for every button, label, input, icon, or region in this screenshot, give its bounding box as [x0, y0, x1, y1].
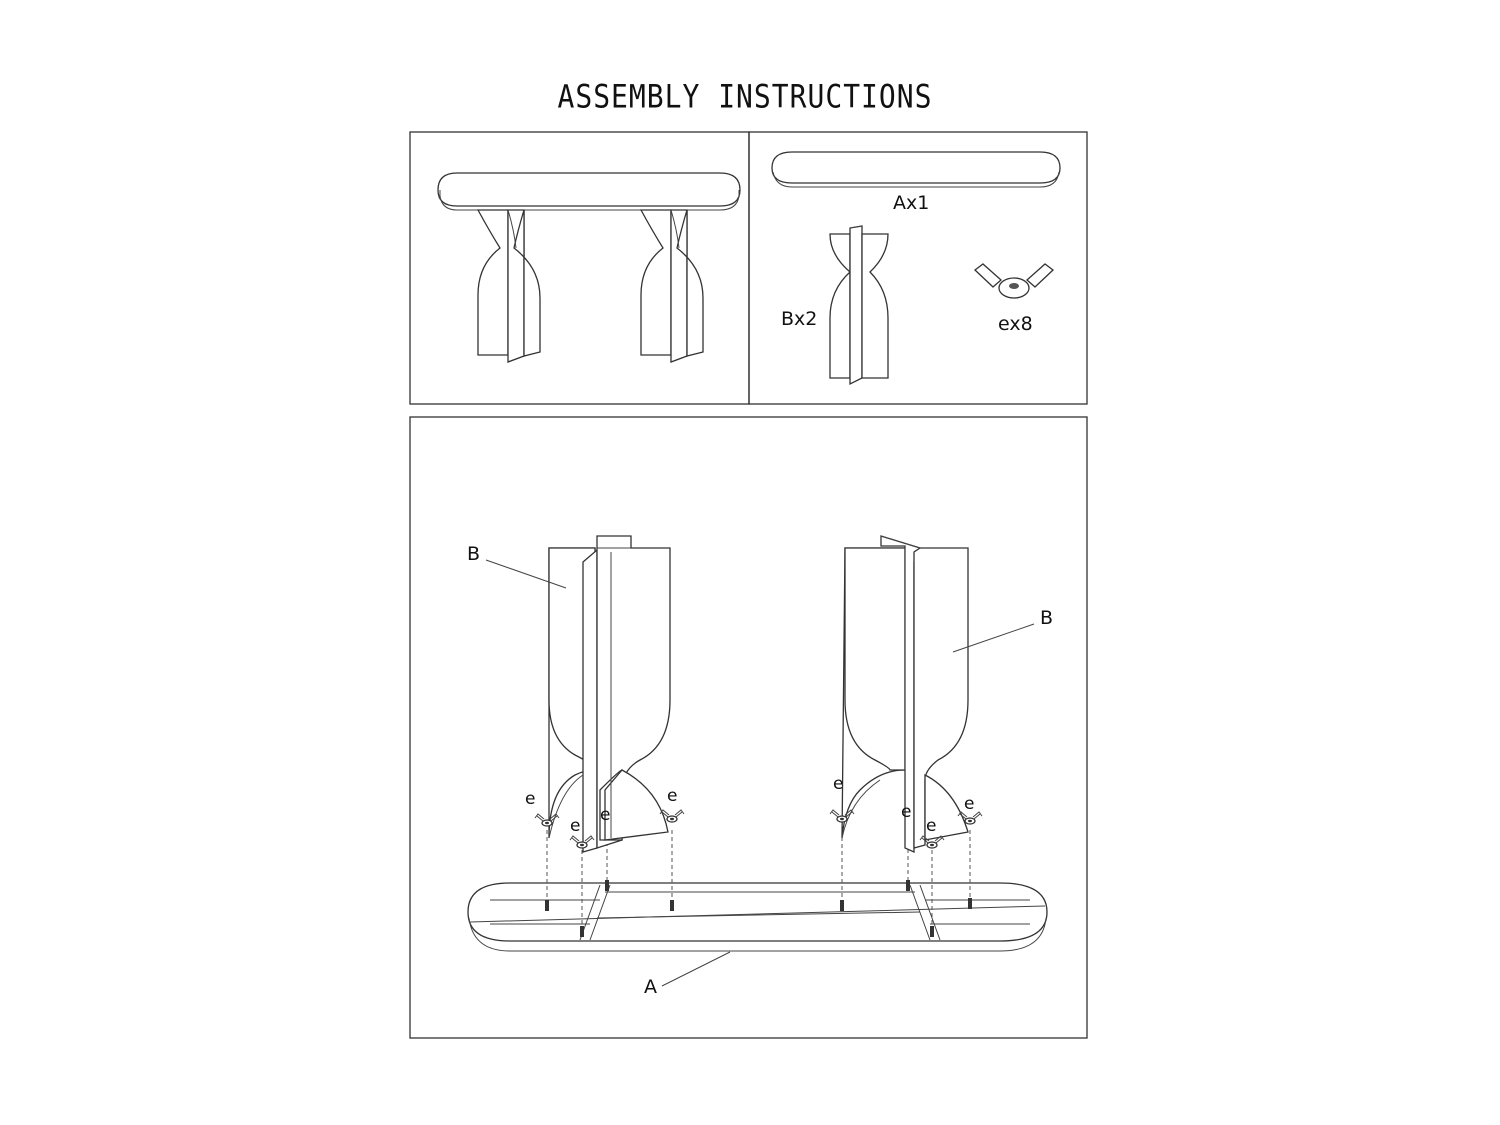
callout-nut-5: e	[833, 774, 843, 794]
base-quantity-label: Bx2	[781, 308, 817, 330]
wing-nut-quantity-label: ex8	[998, 313, 1033, 335]
bolt-studs	[545, 880, 972, 937]
callout-nut-3: e	[600, 805, 610, 825]
callout-nut-6: e	[901, 802, 911, 822]
parts-list-panel	[748, 131, 1088, 405]
callout-tabletop: A	[644, 976, 657, 998]
callout-leaders	[485, 559, 1035, 987]
assembled-table-illustration	[437, 172, 741, 363]
callout-nut-8: e	[964, 794, 974, 814]
callout-base-left: B	[467, 543, 480, 565]
tabletop-underside-illustration	[467, 882, 1048, 952]
assembly-step-panel	[409, 416, 1088, 1039]
callout-nut-1: e	[525, 789, 535, 809]
tabletop-part-illustration	[771, 151, 1061, 188]
callout-nut-2: e	[570, 816, 580, 836]
wing-nut-part-illustration	[973, 263, 1055, 299]
callout-base-right: B	[1040, 607, 1053, 629]
base-part-illustration	[829, 225, 889, 386]
base-left-illustration	[548, 535, 671, 853]
callout-nut-4: e	[667, 786, 677, 806]
page-title: ASSEMBLY INSTRUCTIONS	[557, 77, 933, 116]
tabletop-quantity-label: Ax1	[893, 192, 929, 214]
alignment-guides	[546, 830, 971, 926]
callout-nut-7: e	[926, 816, 936, 836]
base-right-illustration	[841, 535, 969, 854]
